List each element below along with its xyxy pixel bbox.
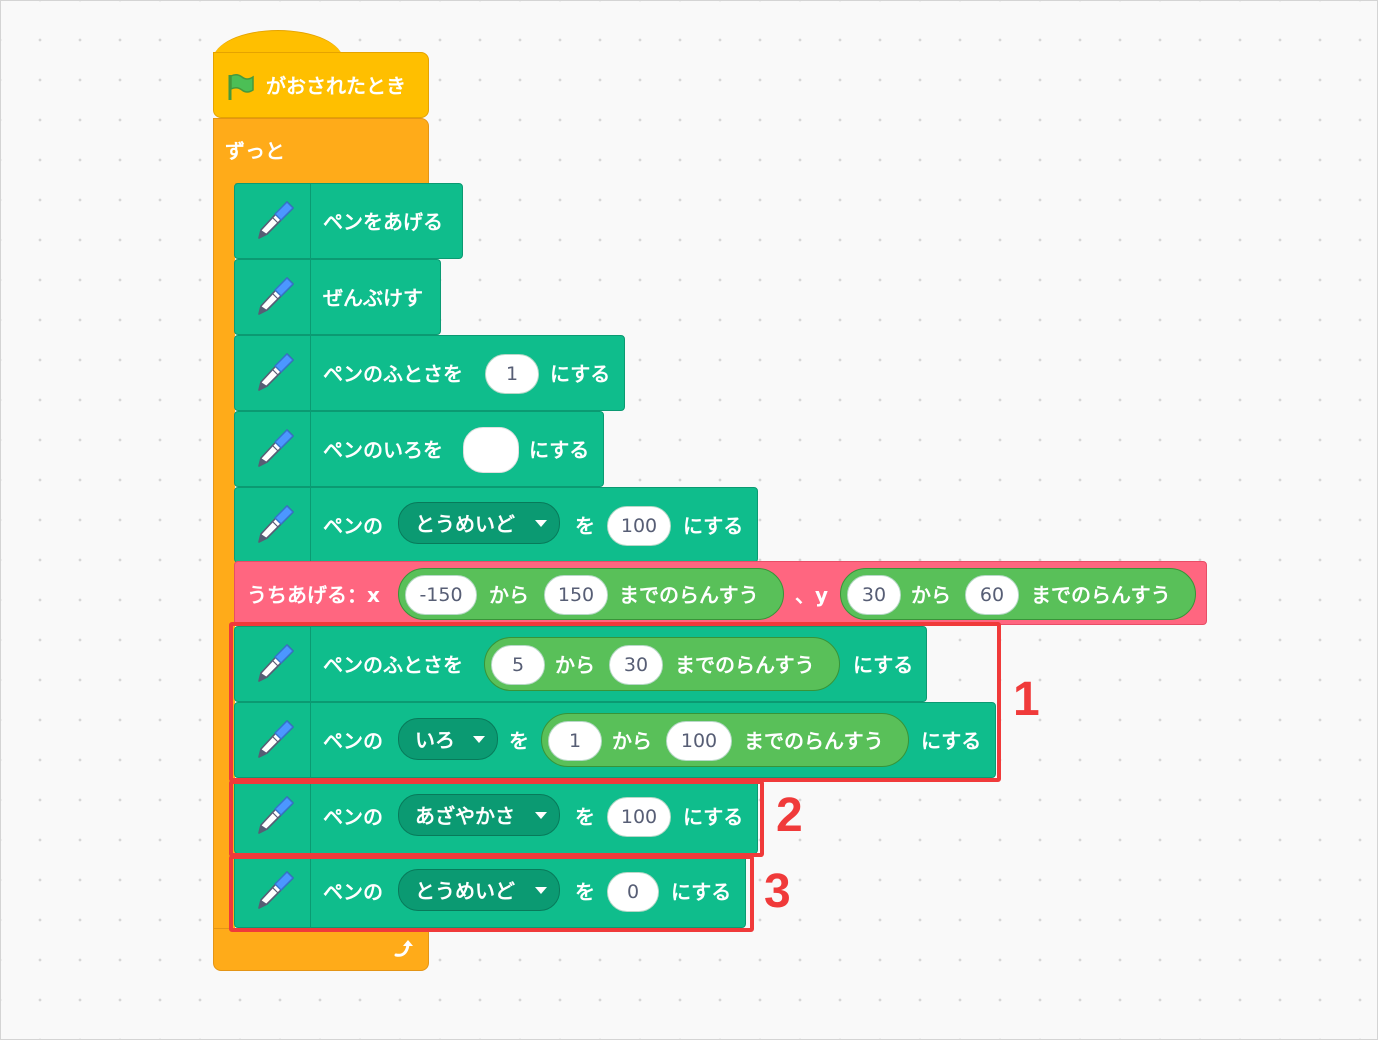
- effect-value-input[interactable]: 0: [607, 872, 659, 912]
- set-pen-transparency-block[interactable]: ペンの とうめいど を 0 にする: [234, 854, 746, 928]
- block-label: にする: [921, 729, 982, 753]
- block-label: を: [575, 514, 595, 538]
- forever-label: ずっと: [225, 139, 285, 163]
- forever-bottom: [213, 928, 429, 971]
- dropdown-arrow-icon: [473, 736, 485, 743]
- highlight-box-1: [229, 622, 1001, 782]
- hat-label: がおされたとき: [266, 74, 406, 98]
- pen-icon: [251, 350, 297, 396]
- dropdown-arrow-icon: [535, 812, 547, 819]
- launch-firework-block[interactable]: うちあげる：x -150 から 150 までのらんすう 、y 30 から 60 …: [234, 561, 1207, 625]
- y-to-input[interactable]: 60: [965, 575, 1019, 615]
- block-label: ペンの: [323, 880, 383, 904]
- set-pen-size-block[interactable]: ペンのふとさを 1 にする: [234, 335, 625, 411]
- when-flag-clicked-block[interactable]: がおされたとき: [213, 52, 429, 118]
- highlight-box-3: [229, 855, 754, 932]
- pen-effect-dropdown[interactable]: とうめいど: [398, 502, 560, 544]
- random-y-reporter[interactable]: 30 から 60 までのらんすう: [840, 568, 1196, 620]
- erase-all-label: ぜんぶけす: [323, 286, 423, 310]
- color-from-input[interactable]: 1: [548, 721, 602, 761]
- pen-effect-dropdown[interactable]: いろ: [398, 718, 498, 760]
- erase-all-block[interactable]: ぜんぶけす: [234, 259, 441, 335]
- block-label: ペンのふとさを: [323, 653, 463, 677]
- effect-value-input[interactable]: 100: [607, 506, 671, 546]
- pen-icon: [251, 198, 297, 244]
- operator-label: から: [555, 653, 595, 677]
- operator-label: から: [489, 583, 529, 607]
- pen-icon: [251, 502, 297, 548]
- block-label: ペンの: [323, 514, 383, 538]
- block-label: にする: [853, 653, 914, 677]
- block-label: を: [575, 880, 595, 904]
- block-label: ペンのいろを: [323, 438, 443, 462]
- x-from-input[interactable]: -150: [405, 575, 477, 615]
- dropdown-value: あざやかさ: [415, 804, 515, 828]
- annotation-number-1: 1: [1013, 673, 1040, 726]
- block-label: 、y: [795, 583, 829, 607]
- dropdown-value: とうめいど: [415, 512, 515, 536]
- color-picker-swatch[interactable]: [463, 427, 519, 473]
- dropdown-value: いろ: [415, 728, 455, 752]
- pen-size-input[interactable]: 1: [485, 354, 539, 394]
- green-flag-icon: [226, 73, 256, 105]
- block-label: にする: [683, 514, 744, 538]
- set-pen-color-random-block[interactable]: ペンの いろ を 1 から 100 までのらんすう にする: [234, 702, 996, 778]
- pen-effect-dropdown[interactable]: あざやかさ: [398, 794, 560, 836]
- dropdown-value: とうめいど: [415, 879, 515, 903]
- block-label: を: [509, 729, 529, 753]
- y-from-input[interactable]: 30: [847, 575, 901, 615]
- block-label: うちあげる：x: [247, 583, 380, 607]
- dropdown-arrow-icon: [535, 520, 547, 527]
- block-label: ペンの: [323, 805, 383, 829]
- effect-value-input[interactable]: 100: [607, 797, 671, 837]
- block-label: にする: [683, 805, 744, 829]
- random-x-reporter[interactable]: -150 から 150 までのらんすう: [398, 568, 784, 620]
- pen-icon: [251, 274, 297, 320]
- loop-arrow-icon: [392, 937, 416, 965]
- block-label: を: [575, 805, 595, 829]
- highlight-box-2: [229, 780, 764, 857]
- pen-icon: [251, 426, 297, 472]
- x-to-input[interactable]: 150: [544, 575, 608, 615]
- random-color-reporter[interactable]: 1 から 100 までのらんすう: [541, 713, 909, 767]
- operator-label: までのらんすう: [744, 729, 884, 753]
- pen-up-label: ペンをあげる: [323, 210, 443, 234]
- block-label: ペンのふとさを: [323, 362, 463, 386]
- annotation-number-2: 2: [776, 789, 803, 842]
- operator-label: までのらんすう: [675, 653, 815, 677]
- block-label: にする: [529, 438, 590, 462]
- operator-label: までのらんすう: [619, 583, 759, 607]
- block-label: にする: [671, 880, 732, 904]
- set-pen-size-random-block[interactable]: ペンのふとさを 5 から 30 までのらんすう にする: [234, 626, 927, 702]
- size-from-input[interactable]: 5: [491, 645, 545, 685]
- operator-label: までのらんすう: [1031, 583, 1171, 607]
- operator-label: から: [911, 583, 951, 607]
- pen-up-block[interactable]: ペンをあげる: [234, 183, 463, 259]
- block-label: ペンの: [323, 729, 383, 753]
- set-pen-color-block[interactable]: ペンのいろを にする: [234, 411, 604, 487]
- forever-block[interactable]: ずっと: [213, 118, 429, 184]
- size-to-input[interactable]: 30: [609, 645, 663, 685]
- set-pen-saturation-block[interactable]: ペンの あざやかさ を 100 にする: [234, 778, 758, 854]
- dropdown-arrow-icon: [535, 887, 547, 894]
- block-label: にする: [550, 362, 611, 386]
- operator-label: から: [612, 729, 652, 753]
- annotation-number-3: 3: [764, 865, 791, 918]
- random-size-reporter[interactable]: 5 から 30 までのらんすう: [484, 637, 840, 691]
- pen-effect-dropdown[interactable]: とうめいど: [398, 869, 560, 911]
- color-to-input[interactable]: 100: [666, 721, 732, 761]
- set-pen-effect-block[interactable]: ペンの とうめいど を 100 にする: [234, 487, 758, 563]
